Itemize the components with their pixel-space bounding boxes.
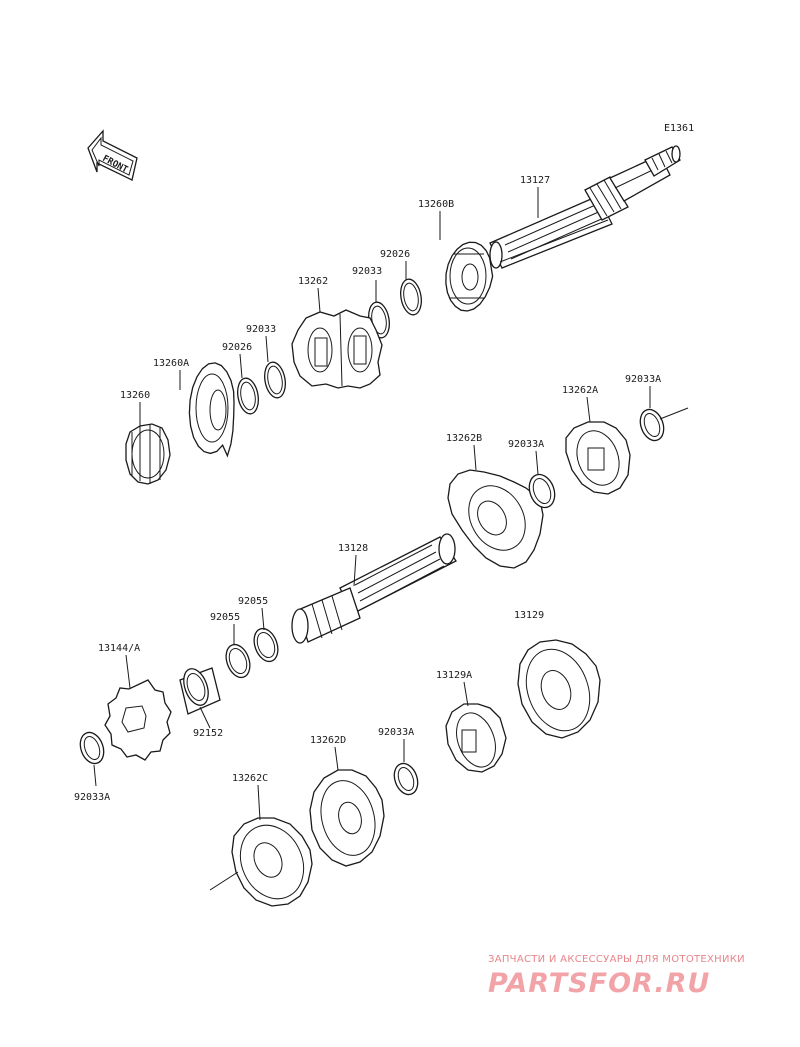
label-13260B: 13260B — [418, 199, 454, 210]
washer-92033A-center — [393, 762, 419, 796]
gear-13129 — [517, 639, 601, 739]
washer-92026-mid — [237, 377, 259, 415]
label-92026-mid: 92026 — [222, 342, 252, 353]
watermark-brand: PARTSFOR.RU — [488, 968, 710, 999]
label-13262A: 13262A — [562, 385, 598, 396]
watermark: ЗАПЧАСТИ И АКСЕССУАРЫ ДЛЯ МОТОТЕХНИКИ PA… — [488, 954, 745, 999]
gear-13260A — [188, 362, 235, 458]
label-92055-a: 92055 — [238, 596, 268, 607]
gear-13262 — [291, 309, 383, 389]
label-13262B: 13262B — [446, 433, 482, 444]
drive-shaft-13128 — [291, 533, 457, 644]
gear-13260 — [125, 423, 171, 485]
washer-92033A-right — [639, 407, 689, 442]
gear-13260B — [445, 241, 494, 312]
label-92055-b: 92055 — [210, 612, 240, 623]
label-92033-top: 92033 — [352, 266, 382, 277]
gear-13129A — [445, 703, 507, 773]
label-13262: 13262 — [298, 276, 328, 287]
label-92026-top: 92026 — [380, 249, 410, 260]
label-13262D: 13262D — [310, 735, 346, 746]
label-13129: 13129 — [514, 610, 544, 621]
sprocket-13144A — [104, 679, 172, 761]
gear-13262C — [209, 817, 313, 907]
gear-13262A — [565, 421, 631, 495]
washer-92026-top — [400, 278, 422, 316]
snap-ring-92055-a — [253, 627, 279, 663]
diagram-code: E1361 — [664, 123, 694, 134]
label-13260A: 13260A — [153, 358, 189, 369]
watermark-tagline: ЗАПЧАСТИ И АКСЕССУАРЫ ДЛЯ МОТОТЕХНИКИ — [488, 954, 745, 965]
label-92033A-middle: 92033A — [508, 439, 544, 450]
gear-13262D — [309, 769, 385, 867]
label-92033-mid: 92033 — [246, 324, 276, 335]
label-13129A: 13129A — [436, 670, 472, 681]
washer-92033A-left — [79, 731, 105, 765]
label-13260: 13260 — [120, 390, 150, 401]
label-92033A-right: 92033A — [625, 374, 661, 385]
label-13144A: 13144/A — [98, 643, 140, 654]
snap-ring-92055-b — [225, 643, 251, 679]
part-labels: 13127 13260B 92026 92033 13262 92033 920… — [74, 175, 661, 803]
label-92152: 92152 — [193, 728, 223, 739]
leader-lines — [93, 187, 651, 821]
washer-92033-mid — [264, 361, 286, 399]
label-92033A-center: 92033A — [378, 727, 414, 738]
label-92033A-left: 92033A — [74, 792, 110, 803]
washer-92033A-middle — [528, 473, 556, 509]
label-13127: 13127 — [520, 175, 550, 186]
label-13262C: 13262C — [232, 773, 268, 784]
bushing-92152 — [179, 667, 221, 715]
output-shaft-13127 — [489, 145, 681, 269]
gear-13262B — [447, 469, 544, 569]
front-arrow-icon: FRONT — [87, 129, 138, 181]
label-13128: 13128 — [338, 543, 368, 554]
